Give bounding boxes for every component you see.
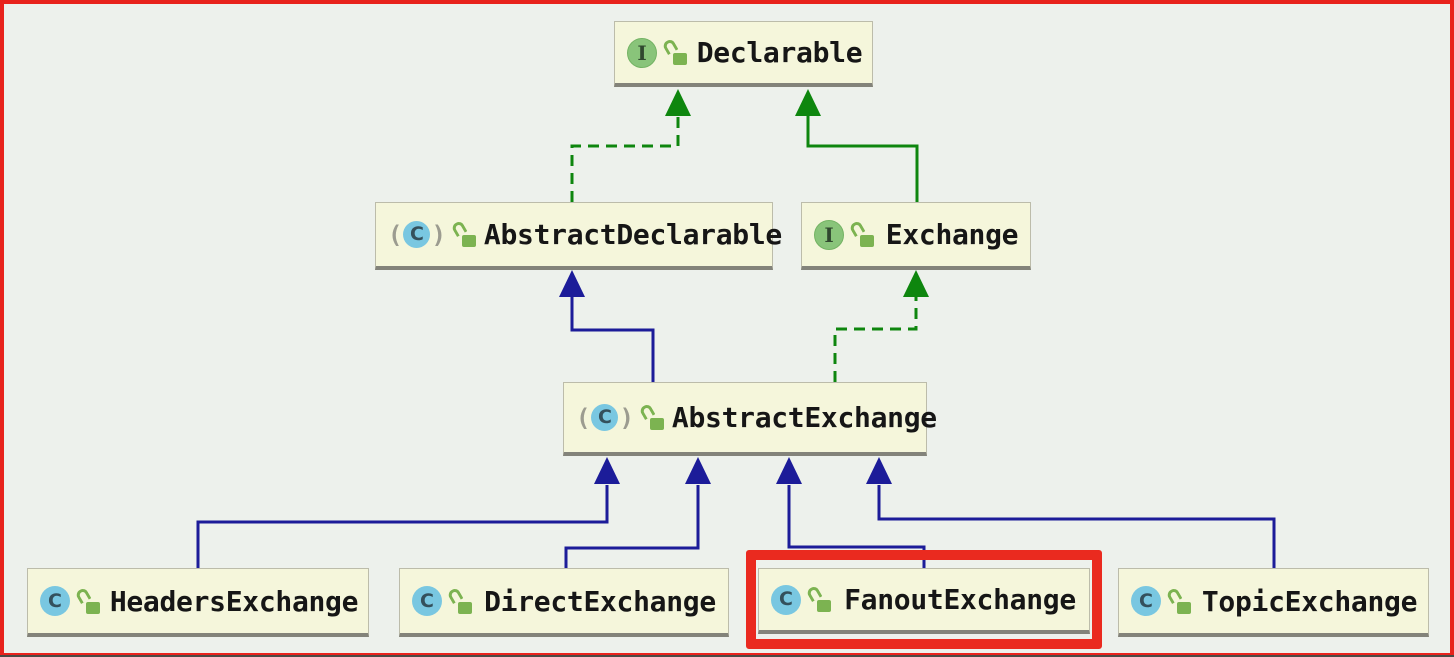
- interface-icon: I: [814, 219, 844, 250]
- class-node-topic-exchange[interactable]: C TopicExchange: [1118, 568, 1429, 637]
- class-node-abstract-exchange[interactable]: ( C ) AbstractExchange: [563, 382, 937, 456]
- class-name-label: HeadersExchange: [109, 584, 359, 618]
- class-icon: C: [1131, 586, 1161, 616]
- class-icon: C: [771, 584, 801, 615]
- edge-topicexchange-extends-abstractexchange: [866, 457, 1276, 568]
- class-node-declarable[interactable]: I Declarable: [614, 21, 873, 87]
- class-name-label: DirectExchange: [484, 584, 716, 618]
- arrowhead-icon: [866, 457, 892, 484]
- abstract-class-icon: ( C ): [576, 403, 634, 432]
- arrowhead-icon: [594, 457, 620, 484]
- class-name-label: AbstractExchange: [671, 401, 937, 434]
- arrowhead-icon: [685, 457, 711, 484]
- class-icon: C: [40, 586, 70, 616]
- edge-abstractdeclarable-implements-declarable: [570, 89, 691, 202]
- class-node-abstract-declarable[interactable]: ( C ) AbstractDeclarable: [375, 202, 782, 270]
- class-icon: C: [412, 586, 442, 616]
- edge-abstractexchange-implements-exchange: [833, 270, 929, 382]
- edge-directexchange-extends-abstractexchange: [564, 457, 711, 568]
- class-name-label: Declarable: [696, 36, 863, 69]
- arrowhead-icon: [795, 89, 821, 116]
- edge-abstractexchange-extends-abstractdeclarable: [559, 270, 655, 382]
- class-name-label: Exchange: [885, 218, 1019, 251]
- unlocked-icon: [1165, 586, 1192, 615]
- class-name-label: FanoutExchange: [844, 583, 1076, 616]
- unlocked-icon: [848, 219, 875, 248]
- class-name-label: AbstractDeclarable: [483, 218, 782, 251]
- arrowhead-icon: [903, 270, 929, 297]
- edge-headersexchange-extends-abstractexchange: [196, 457, 620, 568]
- edge-exchange-extends-declarable: [795, 89, 919, 202]
- arrowhead-icon: [665, 89, 691, 116]
- unlocked-icon: [805, 584, 832, 613]
- unlocked-icon: [450, 219, 477, 248]
- unlocked-icon: [661, 37, 688, 66]
- unlocked-icon: [446, 586, 473, 615]
- class-name-label: TopicExchange: [1201, 584, 1418, 618]
- abstract-class-icon: ( C ): [388, 220, 446, 249]
- class-node-fanout-exchange[interactable]: C FanoutExchange: [758, 568, 1090, 634]
- class-node-exchange[interactable]: I Exchange: [801, 202, 1031, 270]
- interface-icon: I: [627, 37, 657, 68]
- edge-fanoutexchange-extends-abstractexchange: [776, 457, 926, 568]
- class-node-headers-exchange[interactable]: C HeadersExchange: [27, 568, 369, 637]
- class-node-direct-exchange[interactable]: C DirectExchange: [399, 568, 729, 637]
- unlocked-icon: [74, 586, 101, 615]
- arrowhead-icon: [776, 457, 802, 484]
- unlocked-icon: [638, 402, 665, 431]
- arrowhead-icon: [559, 270, 585, 297]
